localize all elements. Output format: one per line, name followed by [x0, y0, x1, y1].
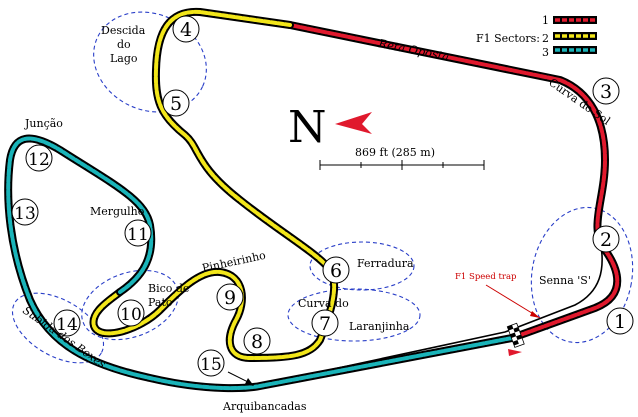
label-descida-3: Lago: [110, 52, 138, 65]
pit-lane: [249, 119, 604, 388]
scale-bar: 869 ft (285 m): [319, 146, 485, 170]
corner-4-number: 4: [180, 19, 192, 41]
corner-12-circle: [25, 144, 53, 172]
corner-14-number: 14: [56, 315, 78, 335]
corner-13-number: 13: [14, 204, 36, 224]
zone-descida-do-lago: [93, 11, 207, 113]
corner-9-circle: [216, 283, 244, 311]
corner-5-circle: [162, 89, 190, 117]
label-juncao: Junção: [24, 117, 63, 130]
direction-arrow: [508, 349, 522, 356]
corner-markers: [11, 15, 634, 377]
legend-num-2: 2: [542, 32, 549, 45]
compass-arrow-icon: [335, 112, 372, 134]
track-sector-2-color: [91, 9, 337, 360]
legend-swatch-1-border: [553, 16, 597, 24]
corner-3-number: 3: [600, 81, 612, 103]
start-finish-line: [506, 322, 525, 348]
legend-swatch-3-border: [553, 46, 597, 54]
corner-numbers: 1 2 3 4 5 6 7 8 9 10 11 12 13 14 15: [14, 19, 626, 375]
zone-senna-s: [530, 206, 634, 344]
label-reta-oposta: Reta Oposta: [376, 36, 450, 64]
corner-15-circle: [197, 349, 225, 377]
speed-trap-label: F1 Speed trap: [455, 272, 517, 282]
corner-2-number: 2: [600, 229, 612, 251]
scale-text: 869 ft (285 m): [355, 146, 435, 159]
label-pinheirinho: Pinheirinho: [201, 249, 267, 275]
corner-11-circle: [124, 219, 152, 247]
corner-8-circle: [243, 327, 271, 355]
track: [4, 7, 622, 393]
corner-8-number: 8: [251, 331, 263, 353]
corner-6-number: 6: [330, 260, 342, 282]
corner-10-number: 10: [120, 305, 142, 325]
corner-5-number: 5: [170, 93, 182, 115]
zone-subida-dos-boxes: [11, 292, 105, 364]
label-descida-2: do: [117, 38, 131, 51]
corner-3-circle: [592, 77, 620, 105]
zone-ferradura: [309, 241, 415, 291]
track-sector-1-color: [288, 23, 620, 340]
corner-14-circle: [53, 309, 81, 337]
label-ferradura: Ferradura: [357, 257, 414, 270]
speed-trap-pointer: [485, 284, 541, 319]
corner-13-circle: [11, 198, 39, 226]
corner-12-number: 12: [28, 150, 50, 170]
speed-trap-arrowhead: [530, 311, 540, 318]
label-bico-2: Pato: [148, 296, 173, 309]
corner-15-number: 15: [200, 355, 222, 375]
corner-7-number: 7: [319, 313, 331, 335]
zone-laranjinha: [287, 288, 421, 342]
legend-swatch-2-border: [553, 32, 597, 40]
compass-letter: N: [288, 102, 327, 153]
legend-num-1: 1: [542, 14, 549, 27]
track-sector-3-color: [6, 136, 514, 391]
label-senna-s: Senna 'S': [539, 274, 591, 287]
label-descida-1: Descida: [101, 24, 146, 37]
label-bico-1: Bico de: [148, 282, 189, 295]
corner-4-circle: [172, 15, 200, 43]
label-curva-do-2: Laranjinha: [349, 320, 410, 333]
corner-6-circle: [322, 256, 350, 284]
zone-bico-de-pato: [81, 269, 179, 341]
label-curva-do-1: Curva do: [298, 297, 349, 310]
label-mergulho: Mergulho: [90, 205, 145, 218]
corner-15-arrowhead: [245, 378, 254, 386]
corner-1-number: 1: [614, 311, 626, 333]
corner-2-circle: [592, 225, 620, 253]
corner-7-circle: [311, 309, 339, 337]
track-sector-1: [286, 21, 622, 342]
corner-10-circle: [117, 299, 145, 327]
corner-11-number: 11: [127, 225, 149, 245]
legend-num-3: 3: [542, 46, 549, 59]
label-arquibancadas: Arquibancadas: [222, 400, 307, 413]
corner-9-number: 9: [224, 287, 236, 309]
corner-15-pointer: [227, 371, 251, 384]
corner-1-circle: [606, 307, 634, 335]
corner-labels: Reta Oposta Curva do Sol Senna 'S' Desci…: [20, 24, 613, 413]
legend-label: F1 Sectors:: [476, 32, 540, 45]
legend: F1 Sectors: 1 2 3: [476, 14, 597, 59]
